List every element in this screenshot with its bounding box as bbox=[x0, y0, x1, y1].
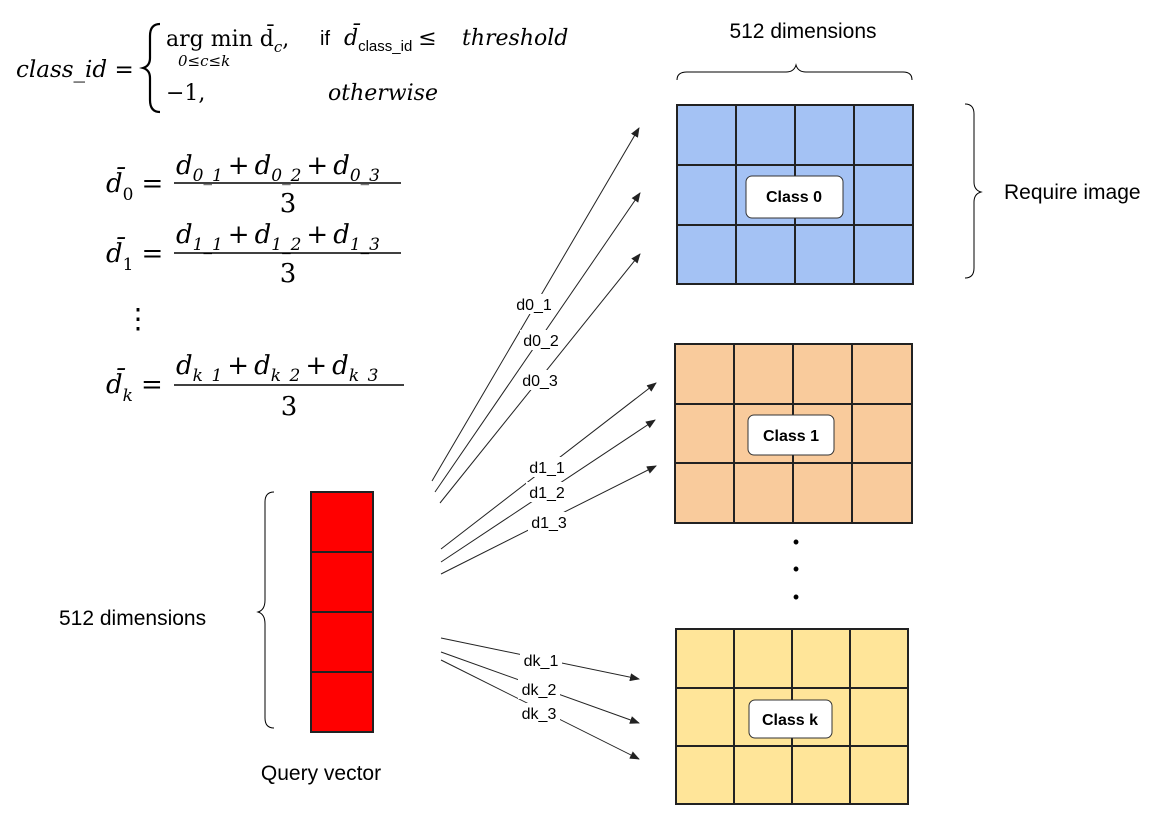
distance-label: dk_3 bbox=[522, 706, 557, 723]
distance-label: d0_1 bbox=[516, 297, 552, 314]
distance-label: d0_2 bbox=[523, 333, 559, 350]
class-dots: • • • bbox=[793, 532, 799, 607]
avg-numerator: dk_1+dk_2+dk_3 bbox=[176, 351, 378, 386]
distance-label: dk_1 bbox=[524, 653, 559, 670]
formula-case2-otherwise: otherwise bbox=[328, 81, 438, 106]
distance-label: d1_3 bbox=[531, 515, 567, 532]
query-dims-label: 512 dimensions bbox=[59, 607, 206, 630]
vertical-dots: ⋮ bbox=[124, 302, 152, 335]
avg-numerator: d0_1+d0_2+d0_3 bbox=[176, 151, 380, 186]
class-label-box bbox=[748, 699, 833, 739]
formula-lhs: class_id = bbox=[16, 57, 134, 83]
avg-denominator: 3 bbox=[281, 392, 298, 422]
class-dims-group: 512 dimensions bbox=[676, 20, 913, 81]
require-image-group: Require image bbox=[964, 103, 1141, 279]
class-label-box bbox=[747, 414, 835, 456]
avg-lhs: d̄1= bbox=[106, 236, 163, 275]
distance-label: d0_3 bbox=[522, 373, 558, 390]
formula-case1-if: if bbox=[320, 28, 330, 50]
formula-brace bbox=[139, 22, 161, 114]
distance-label: dk_2 bbox=[522, 682, 557, 699]
class-dims-brace bbox=[676, 63, 913, 81]
formula-case1-cond: d̄class_id≤ bbox=[344, 23, 437, 55]
require-image-brace bbox=[964, 103, 983, 279]
average-equation: d̄k= dk_1+dk_2+dk_3 3 bbox=[106, 351, 404, 422]
distance-label: d1_1 bbox=[529, 460, 565, 477]
average-equations: d̄0= d0_1+d0_2+d0_3 3 d̄1= d1_1+d1_2+d1_… bbox=[106, 151, 404, 422]
avg-lhs: d̄k= bbox=[106, 367, 163, 406]
class-grid-1: Class 1 bbox=[674, 343, 913, 524]
formula-case2-value: −1, bbox=[166, 81, 205, 106]
query-vector-outline bbox=[310, 491, 374, 733]
class-dims-label: 512 dimensions bbox=[729, 20, 876, 43]
class-id-formula: class_id = arg min d̄c, 0≤c≤k if d̄class… bbox=[16, 22, 568, 114]
class-dot: • bbox=[793, 532, 799, 552]
class-label: Class k bbox=[762, 712, 818, 729]
class-label: Class 1 bbox=[763, 428, 819, 445]
average-equation: d̄1= d1_1+d1_2+d1_3 3 bbox=[106, 220, 401, 289]
class-dot: • bbox=[793, 559, 799, 579]
formula-threshold: threshold bbox=[462, 26, 568, 51]
class-grid-0: Class 0 bbox=[676, 104, 914, 285]
avg-denominator: 3 bbox=[280, 259, 297, 289]
class-label-box bbox=[745, 175, 844, 219]
avg-numerator: d1_1+d1_2+d1_3 bbox=[176, 220, 380, 255]
average-equation: d̄0= d0_1+d0_2+d0_3 3 bbox=[106, 151, 401, 219]
distance-labels: d0_1 d0_2 d0_3 d1_1 d1_2 d1_3 dk_1 dk_2 … bbox=[513, 294, 570, 723]
query-caption: Query vector bbox=[261, 762, 381, 785]
class-label: Class 0 bbox=[766, 189, 822, 206]
class-grid-k: Class k bbox=[675, 628, 909, 805]
formula-case1-under: 0≤c≤k bbox=[178, 52, 230, 70]
require-image-label: Require image bbox=[1004, 181, 1141, 204]
distance-label: d1_2 bbox=[529, 485, 565, 502]
query-vector-group: 512 dimensions Query vector bbox=[59, 491, 381, 785]
formula-case1-expr: arg min d̄c, bbox=[166, 24, 289, 56]
avg-lhs: d̄0= bbox=[106, 166, 163, 205]
class-dot: • bbox=[793, 587, 799, 607]
query-dims-brace bbox=[256, 491, 275, 729]
avg-denominator: 3 bbox=[280, 189, 297, 219]
